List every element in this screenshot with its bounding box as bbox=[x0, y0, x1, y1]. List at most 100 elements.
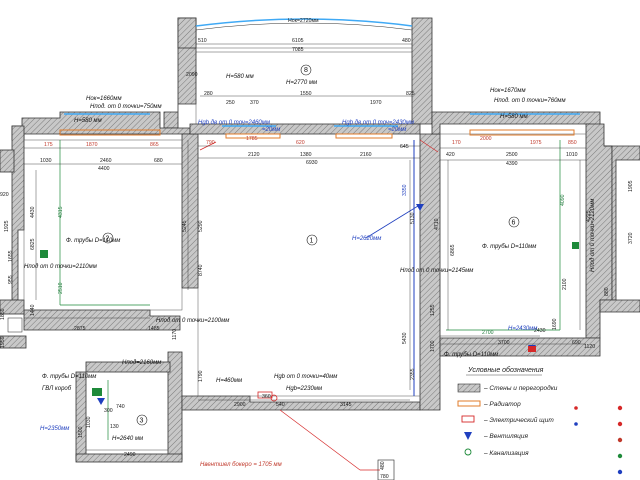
dim-250: 250 bbox=[226, 100, 235, 106]
dim-1700: 1700 bbox=[430, 340, 436, 352]
legend-radiator: – Радиатор bbox=[483, 400, 521, 408]
radiator-room1-b bbox=[335, 133, 393, 139]
wall-far-right-bottom bbox=[599, 299, 640, 313]
dim-825: 825 bbox=[406, 91, 415, 97]
dim-5430: 5430 bbox=[402, 332, 408, 344]
legend-electric-swatch bbox=[461, 415, 475, 423]
bathroom-texts: Ф. трубы D=110мм ГВЛ короб H=2350мм H=26… bbox=[40, 360, 161, 458]
vent-marker-bath bbox=[97, 398, 105, 405]
dim-3145: 3145 bbox=[340, 402, 352, 408]
dim-1120: 1120 bbox=[584, 344, 595, 350]
dim-1030: 1030 bbox=[40, 158, 52, 164]
hgb-bottom2: Hgb=2230мм bbox=[286, 386, 322, 392]
dim-370: 370 bbox=[250, 100, 259, 106]
bath-pipe-label: Ф. трубы D=110мм bbox=[42, 374, 96, 380]
small-box-bottom bbox=[377, 459, 395, 480]
dim-bath-1030: 1030 bbox=[86, 416, 92, 428]
right-room-texts: Hок=1670мм Hпод. от 0 точки=760мм H=580 … bbox=[434, 88, 634, 358]
room3-number: 3 bbox=[140, 418, 144, 425]
vent-box-label: Hвентшел бокерo = 1705 мм bbox=[200, 462, 282, 468]
wall-bath-left bbox=[75, 371, 87, 461]
dim-1905: 1905 bbox=[628, 180, 634, 192]
pipe-marker-room6b bbox=[528, 346, 536, 352]
right-pipe-height: Hпод от 0 точки=2120мм bbox=[590, 199, 596, 272]
dim-1690: 1690 bbox=[552, 318, 558, 330]
dim-5290: 5290 bbox=[198, 220, 204, 232]
dim-4710: 4710 bbox=[434, 218, 440, 230]
dim-1655: 1655 bbox=[8, 250, 14, 262]
room1-number: 1 bbox=[310, 238, 314, 245]
dim-680: 680 bbox=[154, 158, 163, 164]
dim-780: 780 bbox=[380, 474, 389, 480]
dim-1380: 1380 bbox=[300, 152, 312, 158]
right-window-h: H=580 мм bbox=[500, 114, 528, 120]
dim-5245: 5245 bbox=[182, 220, 188, 232]
dim-1255: 1255 bbox=[430, 304, 436, 316]
room-8-outline bbox=[195, 47, 413, 125]
dim-4400: 4400 bbox=[98, 166, 110, 172]
small-box-bottom-left bbox=[7, 317, 23, 333]
bath-gvl-label: ГВЛ короб bbox=[42, 386, 72, 392]
room-outlines bbox=[23, 47, 587, 455]
h-pod-left: Hпод от 0 точки=2100мм bbox=[156, 318, 229, 324]
dim-2700: 2700 bbox=[482, 330, 494, 336]
dim-1970: 1970 bbox=[370, 100, 382, 106]
h-pod-right: Hпод от 0 точки=2145мм bbox=[400, 268, 473, 274]
windows bbox=[64, 113, 580, 127]
dim-130: 130 bbox=[110, 424, 119, 430]
dim-1950: 1950 bbox=[0, 336, 6, 348]
dimension-lines bbox=[24, 43, 586, 451]
wall-far-right bbox=[604, 145, 640, 301]
dim-4225: 4225 bbox=[586, 210, 592, 222]
left-pipe-label: Ф. трубы D=110мм bbox=[66, 238, 120, 244]
radiator-room2 bbox=[59, 129, 161, 136]
dim-170: 170 bbox=[452, 140, 461, 146]
dim-880: 880 bbox=[604, 287, 610, 296]
dim-6825: 6825 bbox=[30, 238, 36, 250]
pipe-marker-room6 bbox=[572, 242, 579, 249]
dim-1550: 1550 bbox=[300, 91, 312, 97]
dim-1850: 1850 bbox=[0, 308, 6, 320]
legend-sewer-icon bbox=[464, 448, 472, 456]
dim-1790: 1790 bbox=[198, 370, 204, 382]
room6-number: 6 bbox=[512, 220, 516, 227]
right-pipe-label: Ф. трубы D=110мм bbox=[482, 244, 536, 250]
left-window-hpod: Hпод. от 0 точки=750мм bbox=[90, 104, 162, 110]
hgb-bottom: Hgb от 0 точки=40мм bbox=[274, 374, 337, 380]
left-window-hok: Hок=1660мм bbox=[86, 96, 122, 102]
dim-2355: 2355 bbox=[410, 368, 416, 380]
legend-ventilation: – Вентиляция bbox=[483, 433, 528, 440]
dim-4090: 4090 bbox=[560, 194, 566, 206]
room-3-outline bbox=[85, 371, 169, 455]
dim-955: 955 bbox=[8, 275, 14, 284]
pipe-markers bbox=[40, 242, 579, 402]
dim-2120: 2120 bbox=[248, 152, 260, 158]
room-2-outline bbox=[23, 139, 183, 311]
radiators bbox=[59, 129, 575, 139]
dim-865: 865 bbox=[150, 142, 159, 148]
right-h2430: H=2430мм bbox=[508, 326, 537, 332]
dim-480: 480 bbox=[402, 38, 411, 44]
walls bbox=[0, 17, 640, 463]
dim-920: 920 bbox=[0, 192, 9, 198]
vent-circle-a bbox=[270, 394, 278, 402]
dim-4430: 4430 bbox=[30, 206, 36, 218]
hgb-label-2: Hgb дв от 0 точ=2430мм bbox=[342, 120, 414, 126]
dim-790: 790 bbox=[206, 140, 215, 146]
room8-number: 8 bbox=[304, 67, 308, 74]
legend-walls: – Стены и перегородки bbox=[483, 384, 558, 392]
dim-5130: 5130 bbox=[410, 212, 416, 224]
wall-left-stub2 bbox=[0, 335, 27, 349]
electric-panel bbox=[257, 391, 273, 399]
dim-620: 620 bbox=[296, 140, 305, 146]
dim-2100: 2100 bbox=[562, 278, 568, 290]
dim-2090: 2090 bbox=[186, 72, 198, 78]
right-pipe-bottom: Ф. трубы D=110мм bbox=[444, 352, 498, 358]
pipe-marker-room2 bbox=[40, 250, 48, 258]
pipe-marker-bath bbox=[92, 388, 102, 396]
bath-h2160: Hпод=2160мм bbox=[122, 360, 161, 366]
dim-2000: 2000 bbox=[480, 136, 492, 142]
dim-2900: 2900 bbox=[234, 402, 246, 408]
left-room-texts: Hок=1660мм Hпод. от 0 точки=750мм H=580 … bbox=[0, 96, 178, 348]
dim-850: 850 bbox=[568, 140, 577, 146]
